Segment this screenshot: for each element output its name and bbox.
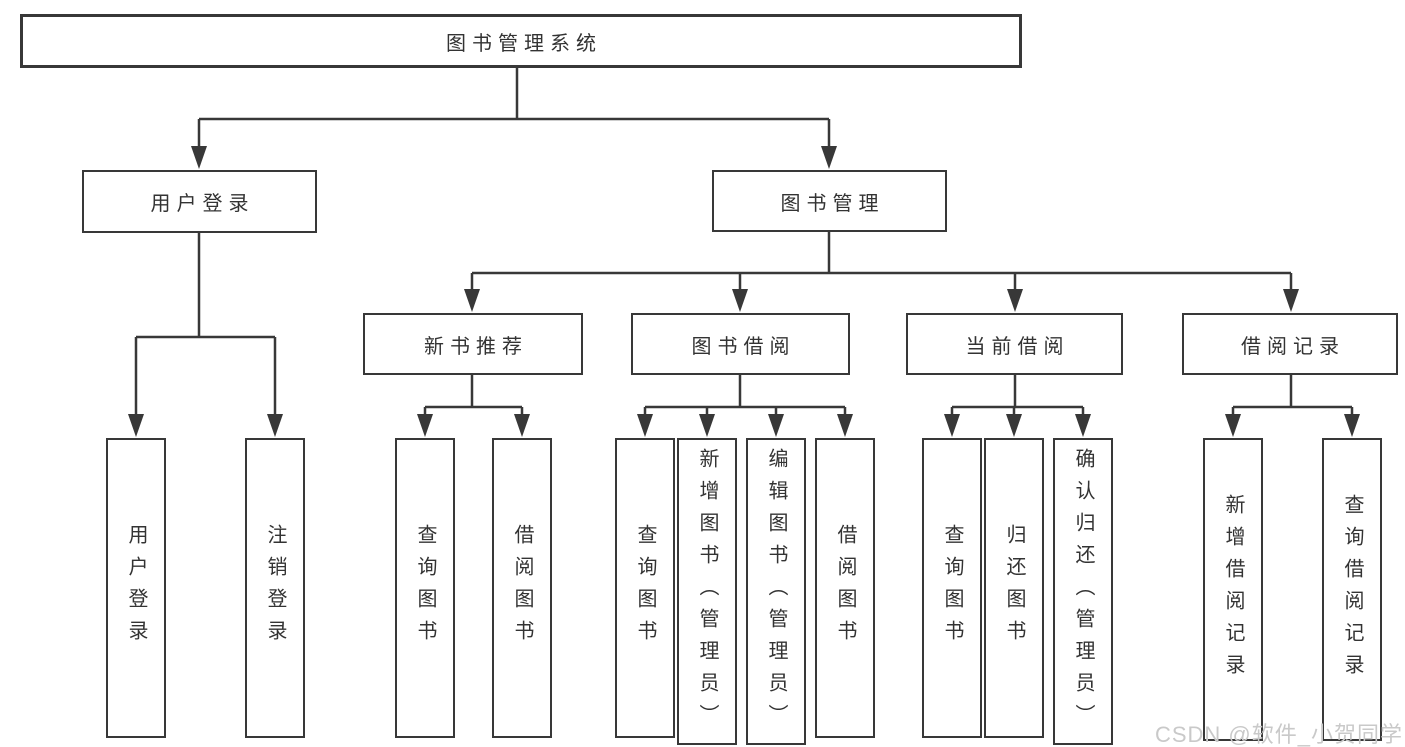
- leaf-borrow-book-label: 借阅图书: [834, 524, 856, 652]
- node-book-mgmt: 图书管理: [712, 170, 947, 232]
- leaf-current-return-label: 归还图书: [1003, 524, 1025, 652]
- node-root: 图书管理系统: [20, 14, 1022, 68]
- leaf-logout: 注销登录: [245, 438, 305, 738]
- node-new-books: 新书推荐: [363, 313, 583, 375]
- leaf-newbooks-borrow-label: 借阅图书: [511, 524, 533, 652]
- leaf-current-return: 归还图书: [984, 438, 1044, 738]
- leaf-records-add: 新增借阅记录: [1203, 438, 1263, 741]
- leaf-current-confirm-admin-label: 确认归还（管理员）: [1072, 447, 1094, 736]
- node-user-login-label: 用户登录: [150, 193, 255, 215]
- leaf-borrow-edit-admin: 编辑图书（管理员）: [746, 438, 806, 745]
- node-current-borrow: 当前借阅: [906, 313, 1123, 375]
- node-borrow-records: 借阅记录: [1182, 313, 1398, 375]
- leaf-newbooks-query: 查询图书: [395, 438, 455, 738]
- leaf-borrow-add-admin-label: 新增图书（管理员）: [696, 447, 718, 736]
- leaf-current-query: 查询图书: [922, 438, 982, 738]
- leaf-user-login-label: 用户登录: [125, 524, 147, 652]
- node-book-borrow: 图书借阅: [631, 313, 850, 375]
- node-borrow-records-label: 借阅记录: [1241, 335, 1345, 358]
- node-current-borrow-label: 当前借阅: [965, 335, 1070, 358]
- leaf-current-query-label: 查询图书: [941, 524, 963, 652]
- leaf-records-query-label: 查询借阅记录: [1341, 493, 1363, 686]
- node-book-borrow-label: 图书借阅: [691, 335, 796, 358]
- leaf-borrow-query: 查询图书: [615, 438, 675, 738]
- node-user-login: 用户登录: [82, 170, 317, 233]
- leaf-borrow-book: 借阅图书: [815, 438, 875, 738]
- node-new-books-label: 新书推荐: [424, 335, 528, 358]
- node-book-mgmt-label: 图书管理: [780, 192, 885, 215]
- leaf-user-login: 用户登录: [106, 438, 166, 738]
- leaf-borrow-edit-admin-label: 编辑图书（管理员）: [765, 447, 787, 736]
- leaf-borrow-query-label: 查询图书: [634, 524, 656, 652]
- node-root-label: 图书管理系统: [446, 32, 602, 55]
- leaf-newbooks-query-label: 查询图书: [414, 524, 436, 652]
- leaf-logout-label: 注销登录: [264, 524, 286, 652]
- leaf-records-add-label: 新增借阅记录: [1222, 493, 1244, 686]
- leaf-borrow-add-admin: 新增图书（管理员）: [677, 438, 737, 745]
- leaf-records-query: 查询借阅记录: [1322, 438, 1382, 741]
- leaf-newbooks-borrow: 借阅图书: [492, 438, 552, 738]
- leaf-current-confirm-admin: 确认归还（管理员）: [1053, 438, 1113, 745]
